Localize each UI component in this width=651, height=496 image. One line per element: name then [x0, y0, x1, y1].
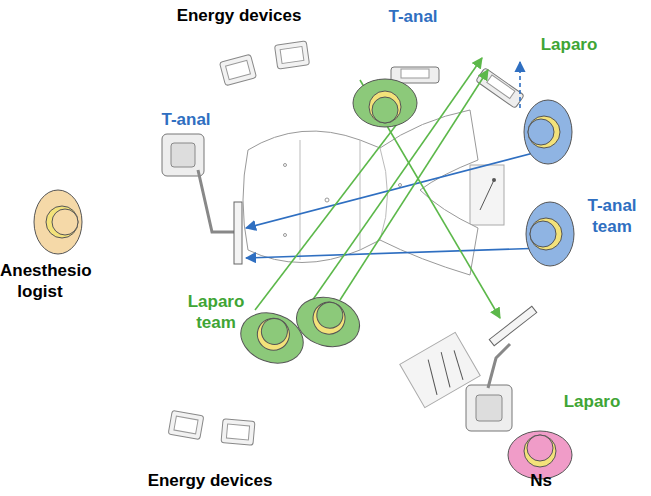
instrument-tray — [470, 165, 504, 225]
energy-device — [221, 419, 255, 446]
label: Ns — [521, 470, 561, 491]
label: Energy devices — [130, 470, 290, 491]
staff-person — [34, 190, 82, 254]
staff-person — [524, 100, 572, 164]
staff-person — [353, 79, 417, 127]
energy-device — [274, 41, 309, 69]
label: Energy devices — [159, 5, 319, 26]
staff-person — [526, 202, 574, 266]
sight-lines — [246, 58, 545, 318]
monitor — [476, 68, 524, 109]
instrument-tray — [400, 332, 480, 407]
label: T-anal — [373, 6, 453, 27]
label: Laparo — [529, 34, 609, 55]
label: Laparo — [552, 391, 632, 412]
energy-device — [168, 410, 204, 439]
label: Anesthesio logist — [0, 260, 80, 302]
boom-monitor — [162, 134, 242, 264]
patient-drape — [243, 110, 478, 275]
label: Laparo team — [183, 291, 249, 333]
label: T-anal — [146, 109, 226, 130]
staff-person — [291, 291, 365, 354]
label: T-anal team — [579, 195, 645, 237]
energy-device — [219, 54, 256, 85]
